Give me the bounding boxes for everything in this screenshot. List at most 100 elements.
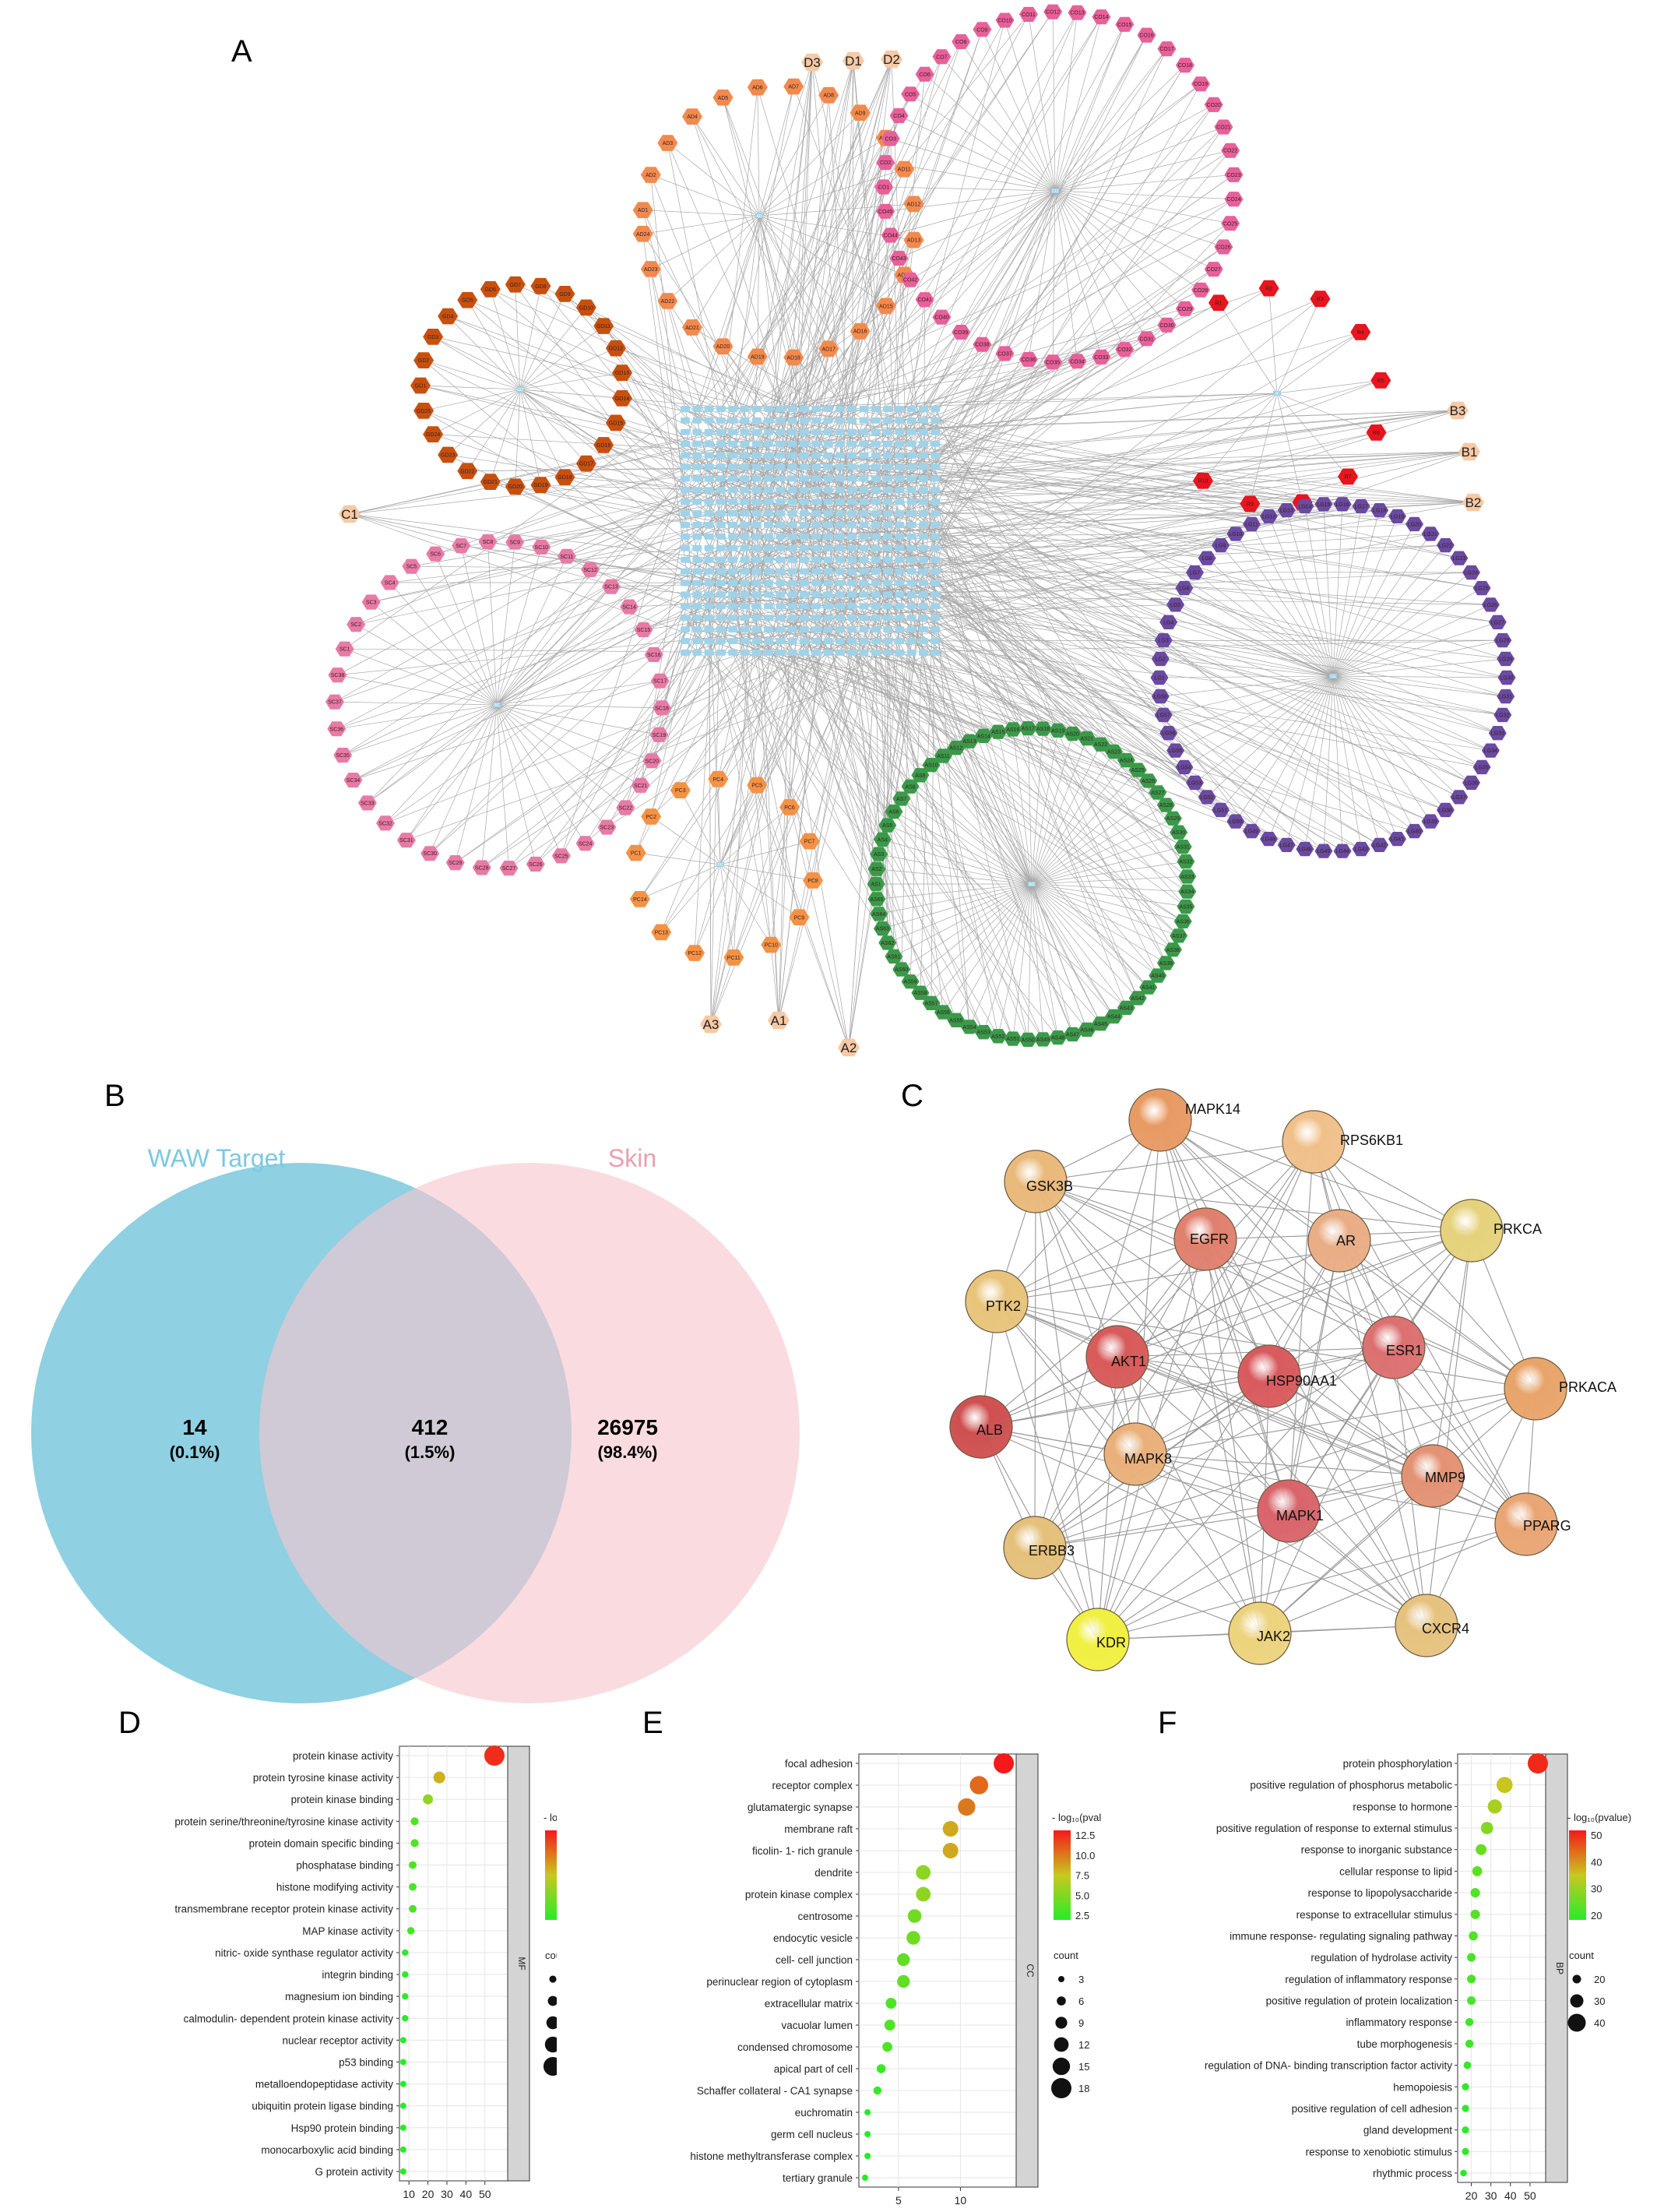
target-node — [787, 417, 797, 424]
target-node — [740, 649, 750, 656]
category-label: endocytic vesicle — [773, 1932, 853, 1944]
category-label: Schaffer collateral - CA1 synapse — [697, 2085, 853, 2097]
compound-node — [1493, 707, 1512, 723]
target-node — [787, 510, 797, 517]
compound-label: SC17 — [653, 679, 667, 685]
size-legend-label: 3 — [1078, 1974, 1084, 1985]
ppi-node-sphere — [1128, 1088, 1192, 1152]
edge — [1031, 883, 1114, 1017]
compound-node — [1214, 119, 1233, 135]
compound-node — [1193, 472, 1213, 489]
ppi-node-label: GSK3B — [1026, 1178, 1073, 1194]
target-node — [835, 452, 845, 459]
edge — [496, 704, 660, 735]
edge — [367, 431, 888, 804]
category-label: response to inorganic substance — [1301, 1844, 1452, 1856]
compound-node — [649, 727, 669, 742]
edge — [349, 467, 769, 515]
target-node — [681, 522, 690, 528]
compound-label: LG4 — [1163, 620, 1173, 625]
target-node — [751, 533, 762, 540]
target-node — [716, 615, 726, 622]
edge — [923, 652, 1073, 1035]
data-point — [399, 2168, 406, 2175]
compound-label: CO20 — [1207, 103, 1221, 108]
target-node — [692, 475, 702, 482]
compound-label: LG21 — [1424, 532, 1437, 537]
edge — [804, 652, 984, 737]
compound-node — [1421, 527, 1440, 541]
target-node — [811, 463, 821, 470]
compound-node — [602, 579, 621, 594]
edge — [744, 548, 1498, 734]
target-node — [883, 487, 893, 494]
category-label: protein tyrosine kinase activity — [253, 1772, 393, 1784]
edge — [709, 408, 1114, 1017]
edge — [720, 87, 758, 421]
edge — [887, 594, 1073, 1035]
data-point — [897, 1953, 910, 1967]
category-label: centrosome — [797, 1911, 853, 1922]
target-node — [704, 452, 714, 459]
target-node — [919, 428, 928, 435]
x-tick-label: 10 — [403, 2188, 415, 2200]
data-point — [1470, 1909, 1480, 1919]
target-node — [764, 615, 774, 622]
edge — [411, 565, 498, 706]
compound-node — [478, 534, 498, 549]
ppi-node-prkca: PRKCA — [1440, 1199, 1542, 1263]
edge — [1251, 523, 1334, 677]
category-label: dendrite — [814, 1867, 853, 1879]
ppi-edge — [1288, 1141, 1314, 1512]
compound-label: GD3 — [427, 335, 439, 340]
compound-node — [1149, 785, 1167, 800]
data-point — [1487, 1799, 1502, 1814]
compound-node — [1154, 707, 1173, 723]
compound-label: CO13 — [1070, 11, 1084, 16]
target-node — [895, 522, 905, 528]
category-label: Hsp90 protein binding — [291, 2122, 393, 2134]
edge — [1054, 104, 1214, 192]
edge — [496, 542, 515, 706]
compound-label: AS19 — [1051, 728, 1064, 734]
edge — [931, 883, 1033, 1004]
compound-node — [1493, 632, 1512, 648]
compound-node — [327, 721, 347, 737]
edge — [780, 420, 1029, 1041]
compound-node — [357, 795, 377, 811]
color-legend-tick: 2.5 — [1075, 1910, 1089, 1921]
target-node — [692, 533, 702, 540]
panel-label-b: B — [104, 1079, 125, 1113]
edge — [1332, 572, 1472, 677]
ppi-edge — [1097, 1475, 1434, 1640]
edge — [828, 640, 1184, 847]
ppi-node-label: MAPK1 — [1276, 1508, 1324, 1523]
target-node — [728, 568, 738, 575]
target-node — [776, 428, 786, 435]
compound-label: PC1 — [631, 851, 642, 857]
edge — [1160, 675, 1334, 697]
target-node — [835, 568, 845, 575]
target-node — [764, 556, 774, 563]
target-node — [847, 498, 857, 505]
edge — [828, 95, 853, 479]
edge — [719, 807, 790, 865]
compound-node — [629, 891, 650, 907]
compound-label: PC2 — [646, 815, 656, 820]
compound-node — [593, 318, 614, 334]
x-tick-label: 30 — [1485, 2189, 1497, 2202]
compound-node — [1462, 775, 1480, 791]
target-node — [859, 475, 869, 482]
ppi-node-sphere — [1395, 1594, 1458, 1657]
target-node — [704, 568, 714, 575]
compound-node — [1159, 615, 1178, 629]
compound-label: AD7 — [788, 85, 799, 90]
compound-label: CO44 — [884, 234, 898, 239]
shared-node-label: D2 — [883, 52, 900, 67]
compound-label: R7 — [1345, 474, 1352, 480]
compound-label: CO40 — [934, 315, 948, 321]
target-node — [692, 510, 702, 517]
target-node — [847, 603, 857, 610]
target-node — [835, 510, 845, 517]
compound-node — [723, 949, 744, 966]
